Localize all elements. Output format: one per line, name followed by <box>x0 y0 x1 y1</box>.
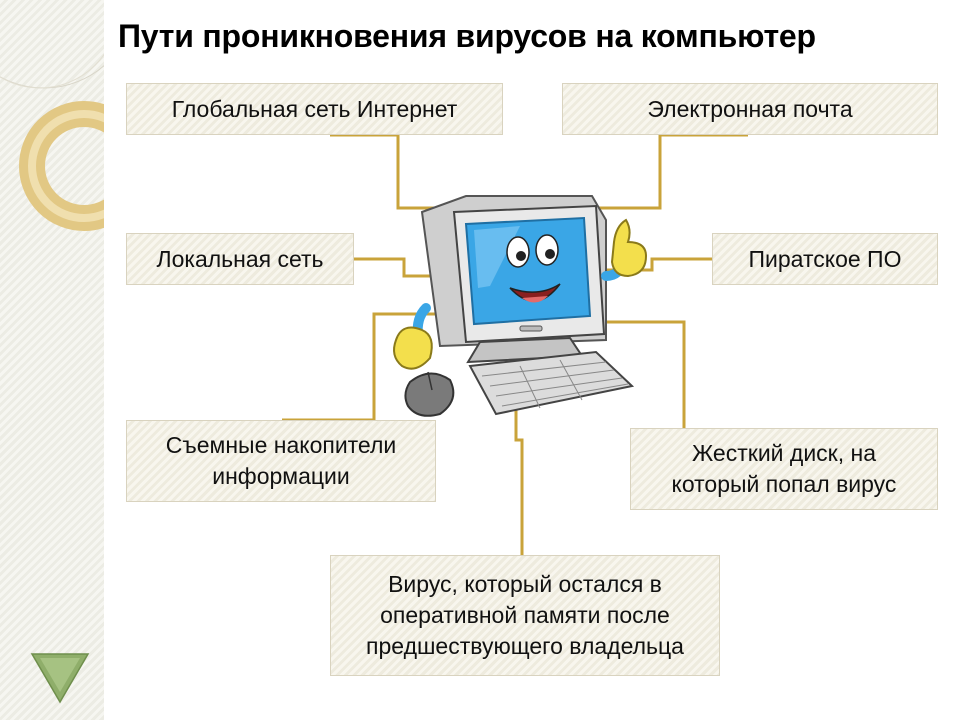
source-box-email: Электронная почта <box>562 83 938 135</box>
source-label-removable-media: Съемные накопители информации <box>165 432 397 489</box>
decorative-side-strip <box>0 0 104 720</box>
triangle-down-icon[interactable] <box>30 652 90 704</box>
source-label-email: Электронная почта <box>647 95 853 122</box>
source-box-internet: Глобальная сеть Интернет <box>126 83 503 135</box>
decorative-circles <box>0 53 104 231</box>
source-box-removable-media: Съемные накопители информации <box>126 420 436 502</box>
source-box-ram-virus: Вирус, который остался в оперативной пам… <box>330 555 720 676</box>
source-box-pirate-software: Пиратское ПО <box>712 233 938 285</box>
cartoon-computer <box>393 195 648 417</box>
slide-title: Пути проникновения вирусов на компьютер <box>118 18 816 54</box>
source-label-internet: Глобальная сеть Интернет <box>171 95 458 122</box>
source-label-lan: Локальная сеть <box>156 245 324 272</box>
source-label-pirate-software: Пиратское ПО <box>748 245 902 272</box>
source-box-infected-hdd: Жесткий диск, на который попал вирус <box>630 428 938 510</box>
source-box-lan: Локальная сеть <box>126 233 354 285</box>
source-label-ram-virus: Вирус, который остался в оперативной пам… <box>366 571 684 659</box>
source-label-infected-hdd: Жесткий диск, на который попал вирус <box>671 440 897 497</box>
